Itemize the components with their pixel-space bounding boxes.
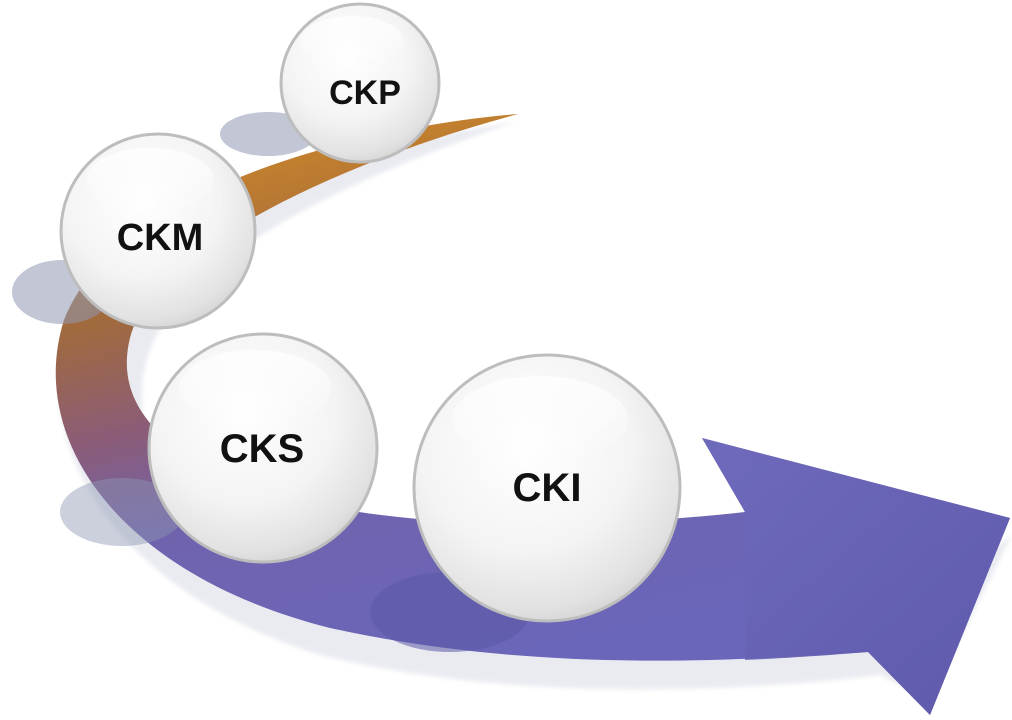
cks-ball: CKS bbox=[147, 332, 379, 564]
ckp-label: CKP bbox=[329, 74, 401, 112]
cks-shadow bbox=[60, 478, 184, 546]
ckm-label: CKM bbox=[117, 217, 204, 259]
arrow-head bbox=[702, 438, 1010, 715]
cks-label: CKS bbox=[220, 427, 304, 471]
cki-label: CKI bbox=[513, 466, 582, 510]
ckp-ball: CKP bbox=[279, 2, 441, 164]
cki-ball: CKI bbox=[412, 353, 682, 623]
ckm-ball: CKM bbox=[59, 132, 257, 330]
